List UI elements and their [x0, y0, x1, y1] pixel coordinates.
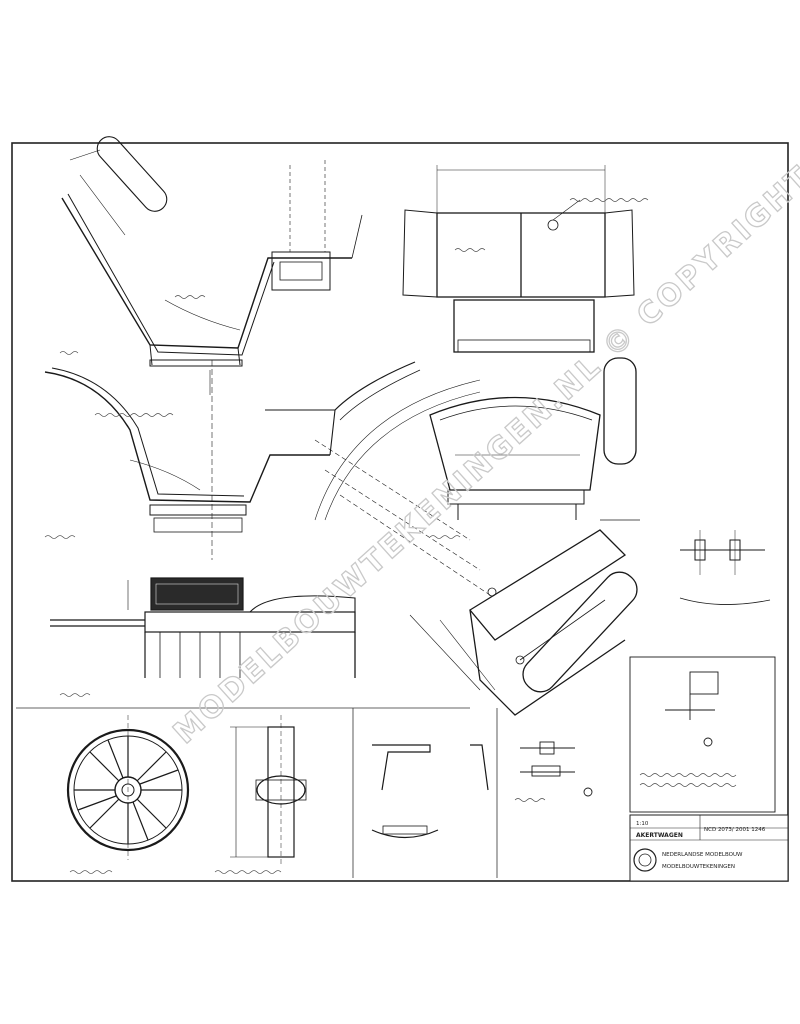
seat-plan-view: [402, 165, 635, 353]
org-logo-seal: [633, 848, 657, 872]
sheet-border: [11, 142, 789, 882]
copyright-watermark: MODELBOUWTEKENINGEN.NL © COPYRIGHT: [167, 159, 800, 751]
rotated-shaft-assembly: [409, 529, 638, 716]
handwritten-annotations: [44, 198, 737, 874]
bracket-detail-box: [629, 656, 776, 813]
title-block-org-line-1: NEDERLANDSE MODELBOUW: [662, 852, 743, 858]
rotation-arc: [314, 379, 491, 596]
title-block: 1:10 AKERTWAGEN NCD 2073/ 2001 1246 NEDE…: [629, 814, 789, 882]
title-block-scale: 1:10: [636, 821, 649, 827]
title-block-name: AKERTWAGEN: [636, 832, 683, 839]
title-block-sheet-code: NCD 2073/ 2001 1246: [704, 827, 766, 833]
body-side-elevation: [50, 577, 356, 678]
seat-front-view: [429, 357, 637, 520]
wheel-hub-section: [230, 715, 307, 865]
title-block-org-line-2: MODELBOUWTEKENINGEN: [662, 864, 735, 870]
fitting-details: [371, 741, 593, 839]
body-side-view-top: [61, 136, 363, 395]
hinge-detail: [600, 519, 771, 605]
wheel-elevation: [66, 715, 190, 860]
body-section-middle: [44, 360, 421, 560]
